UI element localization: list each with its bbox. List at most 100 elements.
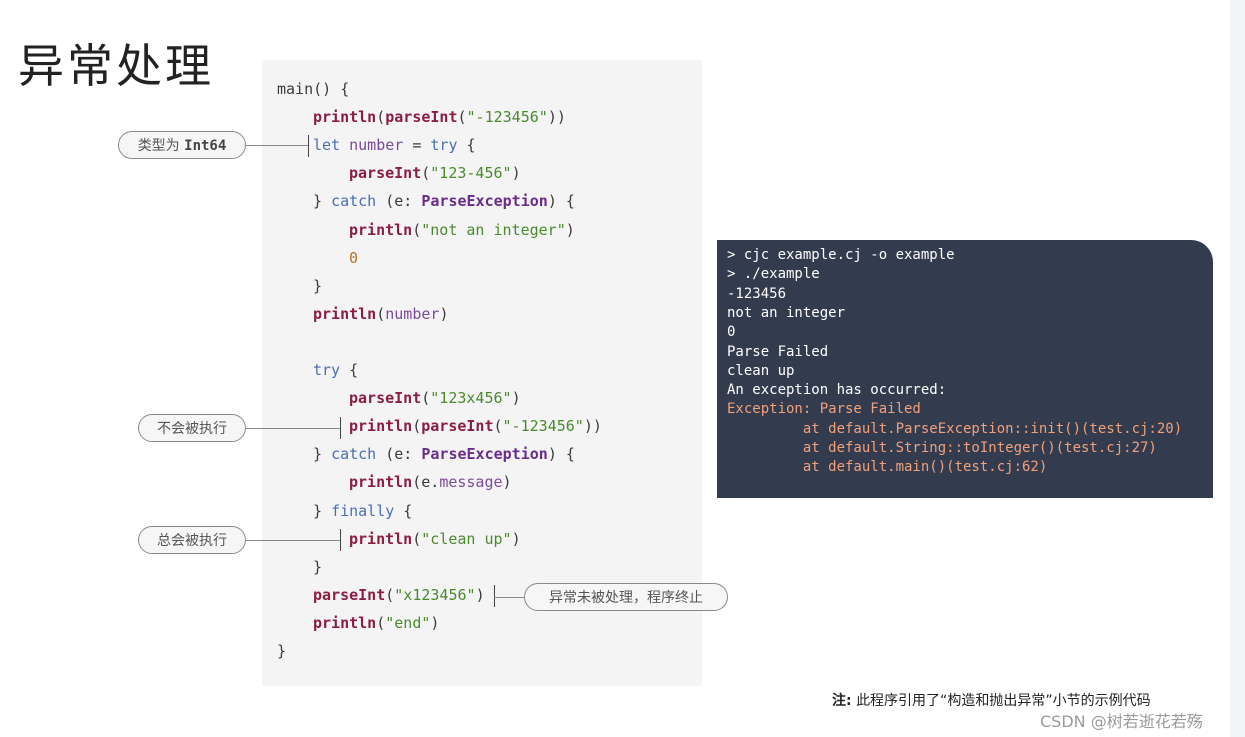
code-line: println(number) — [313, 303, 448, 325]
code-token: finally — [331, 501, 395, 520]
code-token: catch — [331, 192, 377, 211]
code-line: println("clean up") — [349, 528, 521, 550]
code-token: "clean up" — [421, 529, 512, 548]
watermark: CSDN @树若逝花若殇 — [1040, 712, 1203, 731]
code-line: } — [313, 275, 322, 297]
code-token: number — [349, 136, 404, 155]
terminal-line: > ./example — [727, 266, 820, 283]
callout-always-executed: 总会被执行 — [138, 526, 246, 554]
code-line: println("end") — [313, 612, 439, 634]
callout-type-name: Int64 — [184, 138, 227, 154]
code-token: ( — [376, 108, 386, 127]
code-token: } — [277, 642, 287, 660]
right-scroll-gutter — [1230, 0, 1245, 737]
terminal-line: clean up — [727, 362, 795, 379]
code-token: ) — [511, 529, 521, 548]
code-token: "-123456" — [502, 417, 584, 436]
code-line: parseInt("123x456") — [349, 387, 521, 409]
code-token: try — [313, 361, 341, 379]
code-token: println — [313, 304, 377, 323]
marker-unhandled — [494, 585, 495, 607]
code-token: ( — [421, 164, 431, 183]
code-line: } finally { — [313, 500, 412, 522]
code-token: ( — [421, 389, 431, 408]
connector-not-executed — [246, 428, 340, 429]
code-line: } catch (e: ParseException) { — [313, 190, 575, 212]
code-line: parseInt("123-456") — [349, 162, 521, 184]
code-line: } — [277, 640, 286, 662]
code-line: println(e.message) — [349, 471, 512, 493]
code-token: parseInt — [349, 164, 422, 183]
connector-always-executed — [246, 540, 340, 541]
code-token: } — [313, 501, 332, 520]
code-token: ParseException — [421, 192, 548, 211]
code-token: ( — [412, 220, 422, 239]
code-token: parseInt — [349, 389, 422, 408]
code-line: 0 — [349, 247, 358, 269]
code-line: try { — [313, 359, 358, 381]
footnote: 注: 此程序引用了“构造和抛出异常”小节的示例代码 — [832, 690, 1151, 710]
terminal-line: at default.String::toInteger()(test.cj:2… — [727, 440, 1157, 456]
terminal-output: > cjc example.cj -o example > ./example -1… — [717, 240, 1213, 498]
code-line: main() { — [277, 78, 349, 100]
code-line: } catch (e: ParseException) { — [313, 443, 575, 465]
footnote-label: 注: — [832, 693, 852, 709]
code-token: ( — [412, 417, 422, 436]
code-token: ) — [511, 389, 521, 408]
code-token: try — [430, 136, 458, 155]
footnote-text: 此程序引用了“构造和抛出异常”小节的示例代码 — [856, 693, 1151, 709]
terminal-line: Parse Failed — [727, 343, 829, 360]
code-token: parseInt — [385, 108, 458, 127]
callout-type-prefix: 类型为 — [137, 138, 180, 154]
code-token: parseInt — [421, 417, 494, 436]
code-token: ) — [475, 585, 485, 604]
callout-type-int64: 类型为 Int64 — [118, 131, 246, 159]
callout-not-executed: 不会被执行 — [138, 414, 246, 442]
terminal-line: 0 — [727, 324, 736, 341]
terminal-line: An exception has occurred: — [727, 382, 947, 399]
terminal-line: -123456 — [727, 285, 787, 302]
code-token: ) — [502, 473, 512, 492]
code-line: parseInt("x123456") — [313, 584, 485, 606]
code-token: number — [385, 304, 440, 323]
connector-unhandled — [494, 597, 524, 598]
code-token: "123-456" — [430, 164, 512, 183]
marker-type — [308, 135, 309, 157]
code-token: ( — [412, 529, 422, 548]
code-token: println — [313, 108, 377, 127]
code-token: } — [313, 445, 332, 464]
code-token: { — [457, 136, 476, 155]
code-token: ( — [457, 108, 467, 127]
code-token: catch — [331, 445, 377, 464]
code-token: = — [403, 136, 431, 155]
code-token: main() { — [277, 80, 350, 98]
code-token: )) — [547, 108, 566, 127]
code-token: ) { — [547, 445, 575, 464]
page-title: 异常处理 — [18, 39, 214, 93]
terminal-line: > cjc example.cj -o example — [727, 247, 955, 263]
code-token: "-123456" — [466, 108, 548, 127]
code-token: (e: — [376, 445, 422, 464]
code-token: ( — [385, 585, 395, 604]
code-token: } — [313, 557, 323, 576]
terminal-line: not an integer — [727, 304, 846, 321]
code-token: { — [394, 501, 413, 520]
marker-not-executed — [340, 417, 341, 439]
code-token: "end" — [385, 613, 431, 632]
terminal-line: at default.ParseException::init()(test.c… — [727, 420, 1183, 437]
code-token: (e: — [376, 192, 422, 211]
code-token: message — [439, 473, 503, 492]
code-line: println("not an integer") — [349, 219, 575, 241]
code-token: ParseException — [421, 445, 548, 464]
code-token: ( — [493, 417, 503, 436]
code-line: let number = try { — [313, 134, 476, 156]
terminal-line: at default.main()(test.cj:62) — [727, 459, 1048, 476]
code-token: "123x456" — [430, 389, 512, 408]
code-block: main() {println(parseInt("-123456"))let … — [262, 60, 702, 686]
code-token: println — [349, 473, 413, 492]
code-token: println — [349, 220, 413, 239]
code-token: 0 — [349, 248, 359, 267]
code-token: println — [313, 613, 377, 632]
code-line: println(parseInt("-123456")) — [349, 415, 602, 437]
code-token: let — [313, 136, 350, 155]
